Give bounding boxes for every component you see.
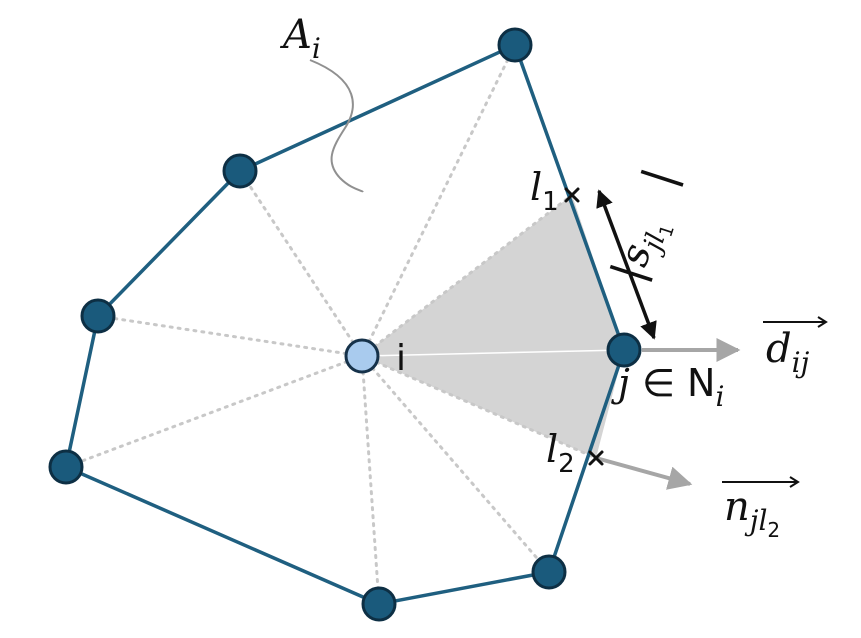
cell-polygon-boundary — [64, 43, 626, 606]
svg-text:dij: dij — [766, 326, 810, 379]
d-vector-label: dij — [763, 316, 828, 379]
node-left — [80, 298, 116, 334]
svg-text:njl2: njl2 — [724, 484, 780, 542]
node-bottom — [361, 586, 397, 622]
l1-label: l1 — [530, 165, 559, 217]
l1-cross-marker — [564, 187, 580, 203]
l2-cross-marker — [588, 450, 604, 466]
dotted-spokes — [64, 43, 598, 606]
spoke-to-l2 — [360, 354, 598, 460]
center-node-label: i — [396, 338, 406, 379]
spoke-to-top-node — [360, 43, 517, 358]
center-to-neighbor-line — [361, 349, 625, 357]
spoke-to-upper-left-node — [238, 169, 364, 358]
node-top — [497, 27, 533, 63]
node-center-i — [344, 338, 380, 374]
spoke-to-left-node — [96, 314, 364, 358]
n-vector-label: njl2 — [722, 476, 800, 542]
svg-text:|: | — [633, 162, 686, 192]
segment-length-arrow — [596, 189, 657, 340]
spoke-to-bottom-node — [360, 354, 381, 606]
outer-nodes — [48, 27, 642, 622]
neighbor-label: j ∈ Ni — [611, 361, 724, 413]
node-bottom-right — [531, 554, 567, 590]
node-lower-left — [48, 449, 84, 485]
spoke-to-bottom-right-node — [360, 354, 551, 574]
segment-length-label: | sjl1 | — [602, 162, 686, 287]
spoke-to-lower-left-node — [64, 354, 364, 469]
area-label: Ai — [279, 12, 321, 65]
area-label-pointer — [309, 59, 364, 193]
node-neighbor-j — [606, 332, 642, 368]
l2-label: l2 — [546, 427, 575, 479]
shaded-face-region — [362, 195, 624, 458]
node-upper-left — [222, 153, 258, 189]
n-vector-arrow — [595, 456, 693, 490]
